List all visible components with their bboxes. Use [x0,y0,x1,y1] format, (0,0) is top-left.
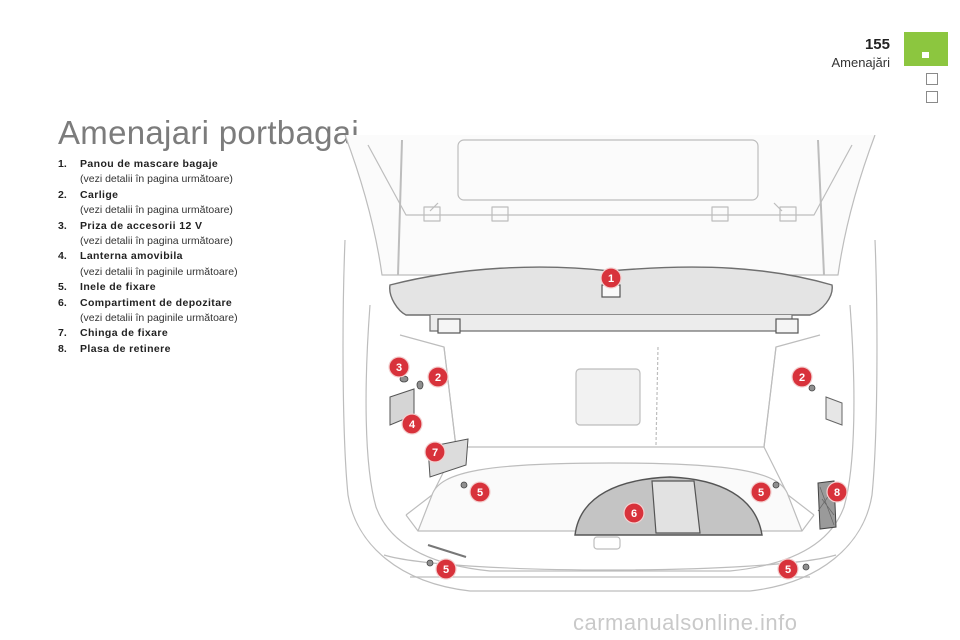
item-note: (vezi detalii în paginile următoare) [80,265,238,278]
callout-5: 5 [777,558,799,580]
svg-text:6: 6 [631,508,637,520]
svg-text:4: 4 [409,419,416,431]
list-item: 7. Chinga de fixare [58,326,348,341]
item-number: 5. [58,281,67,294]
item-name: Chinga de fixare [80,327,169,340]
item-name: Priza de accesorii 12 V [80,219,203,232]
item-note: (vezi detalii în pagina următoare) [80,204,233,217]
callout-4: 4 [401,413,423,435]
list-item: 3. Priza de accesorii 12 V (vezi detalii î… [58,219,348,250]
list-item: 6. Compartiment de depozitare (vezi detali… [58,296,348,327]
page-number: 155 [864,36,890,53]
item-number: 1. [58,158,67,170]
svg-text:3: 3 [396,362,402,374]
callout-5: 5 [750,481,772,503]
item-note: (vezi detalii în pagina următoare) [80,173,233,186]
svg-text:2: 2 [799,372,805,384]
trunk-illustration: 1 2 2 3 4 7 5 5 5 5 6 8 [342,135,878,592]
item-number: 6. [58,296,67,309]
callout-7: 7 [424,441,446,463]
svg-text:8: 8 [834,487,840,499]
chapter-tab-active[interactable] [904,32,948,66]
item-number: 2. [58,188,67,201]
item-number: 4. [58,250,67,263]
item-note: (vezi detalii în paginile următoare) [80,312,238,325]
callout-5: 5 [469,481,491,503]
item-name: Compartiment de depozitare [80,296,233,309]
item-list: 1. Panou de mascare bagaje (vezi detalii î… [58,157,348,357]
section-name: Amenajări [831,55,890,70]
list-item: 4. Lanterna amovibila (vezi detalii în pag… [58,249,348,280]
watermark: carmanualsonline.info [573,610,798,635]
item-name: Lanterna amovibila [80,250,183,263]
chapter-tab[interactable] [926,73,938,85]
page-title: Amenajari portbagaj [58,114,360,152]
svg-text:5: 5 [758,487,764,499]
item-number: 8. [58,342,67,355]
item-name: Carlige [80,188,119,201]
callout-5: 5 [435,558,457,580]
tab-marker-icon [922,52,929,58]
svg-text:5: 5 [443,564,449,576]
callout-1: 1 [600,267,622,289]
item-name: Panou de mascare bagaje [80,158,219,170]
svg-text:7: 7 [432,447,438,459]
svg-text:5: 5 [785,564,791,576]
callout-2: 2 [791,366,813,388]
callout-6: 6 [623,502,645,524]
item-name: Plasa de retinere [80,342,171,355]
callout-8: 8 [826,481,848,503]
list-item: 2. Carlige (vezi detalii în pagina următoa… [58,188,348,219]
callout-2: 2 [427,366,449,388]
item-note: (vezi detalii în pagina următoare) [80,235,233,248]
item-number: 3. [58,219,67,232]
list-item: 1. Panou de mascare bagaje (vezi detalii î… [58,157,348,188]
svg-text:2: 2 [435,372,441,384]
callout-3: 3 [388,356,410,378]
chapter-tab[interactable] [926,91,938,103]
list-item: 8. Plasa de retinere [58,342,348,357]
item-name: Inele de fixare [80,281,157,294]
list-item: 5. Inele de fixare [58,280,348,295]
svg-text:5: 5 [477,487,483,499]
item-number: 7. [58,327,67,340]
svg-text:1: 1 [608,273,614,285]
